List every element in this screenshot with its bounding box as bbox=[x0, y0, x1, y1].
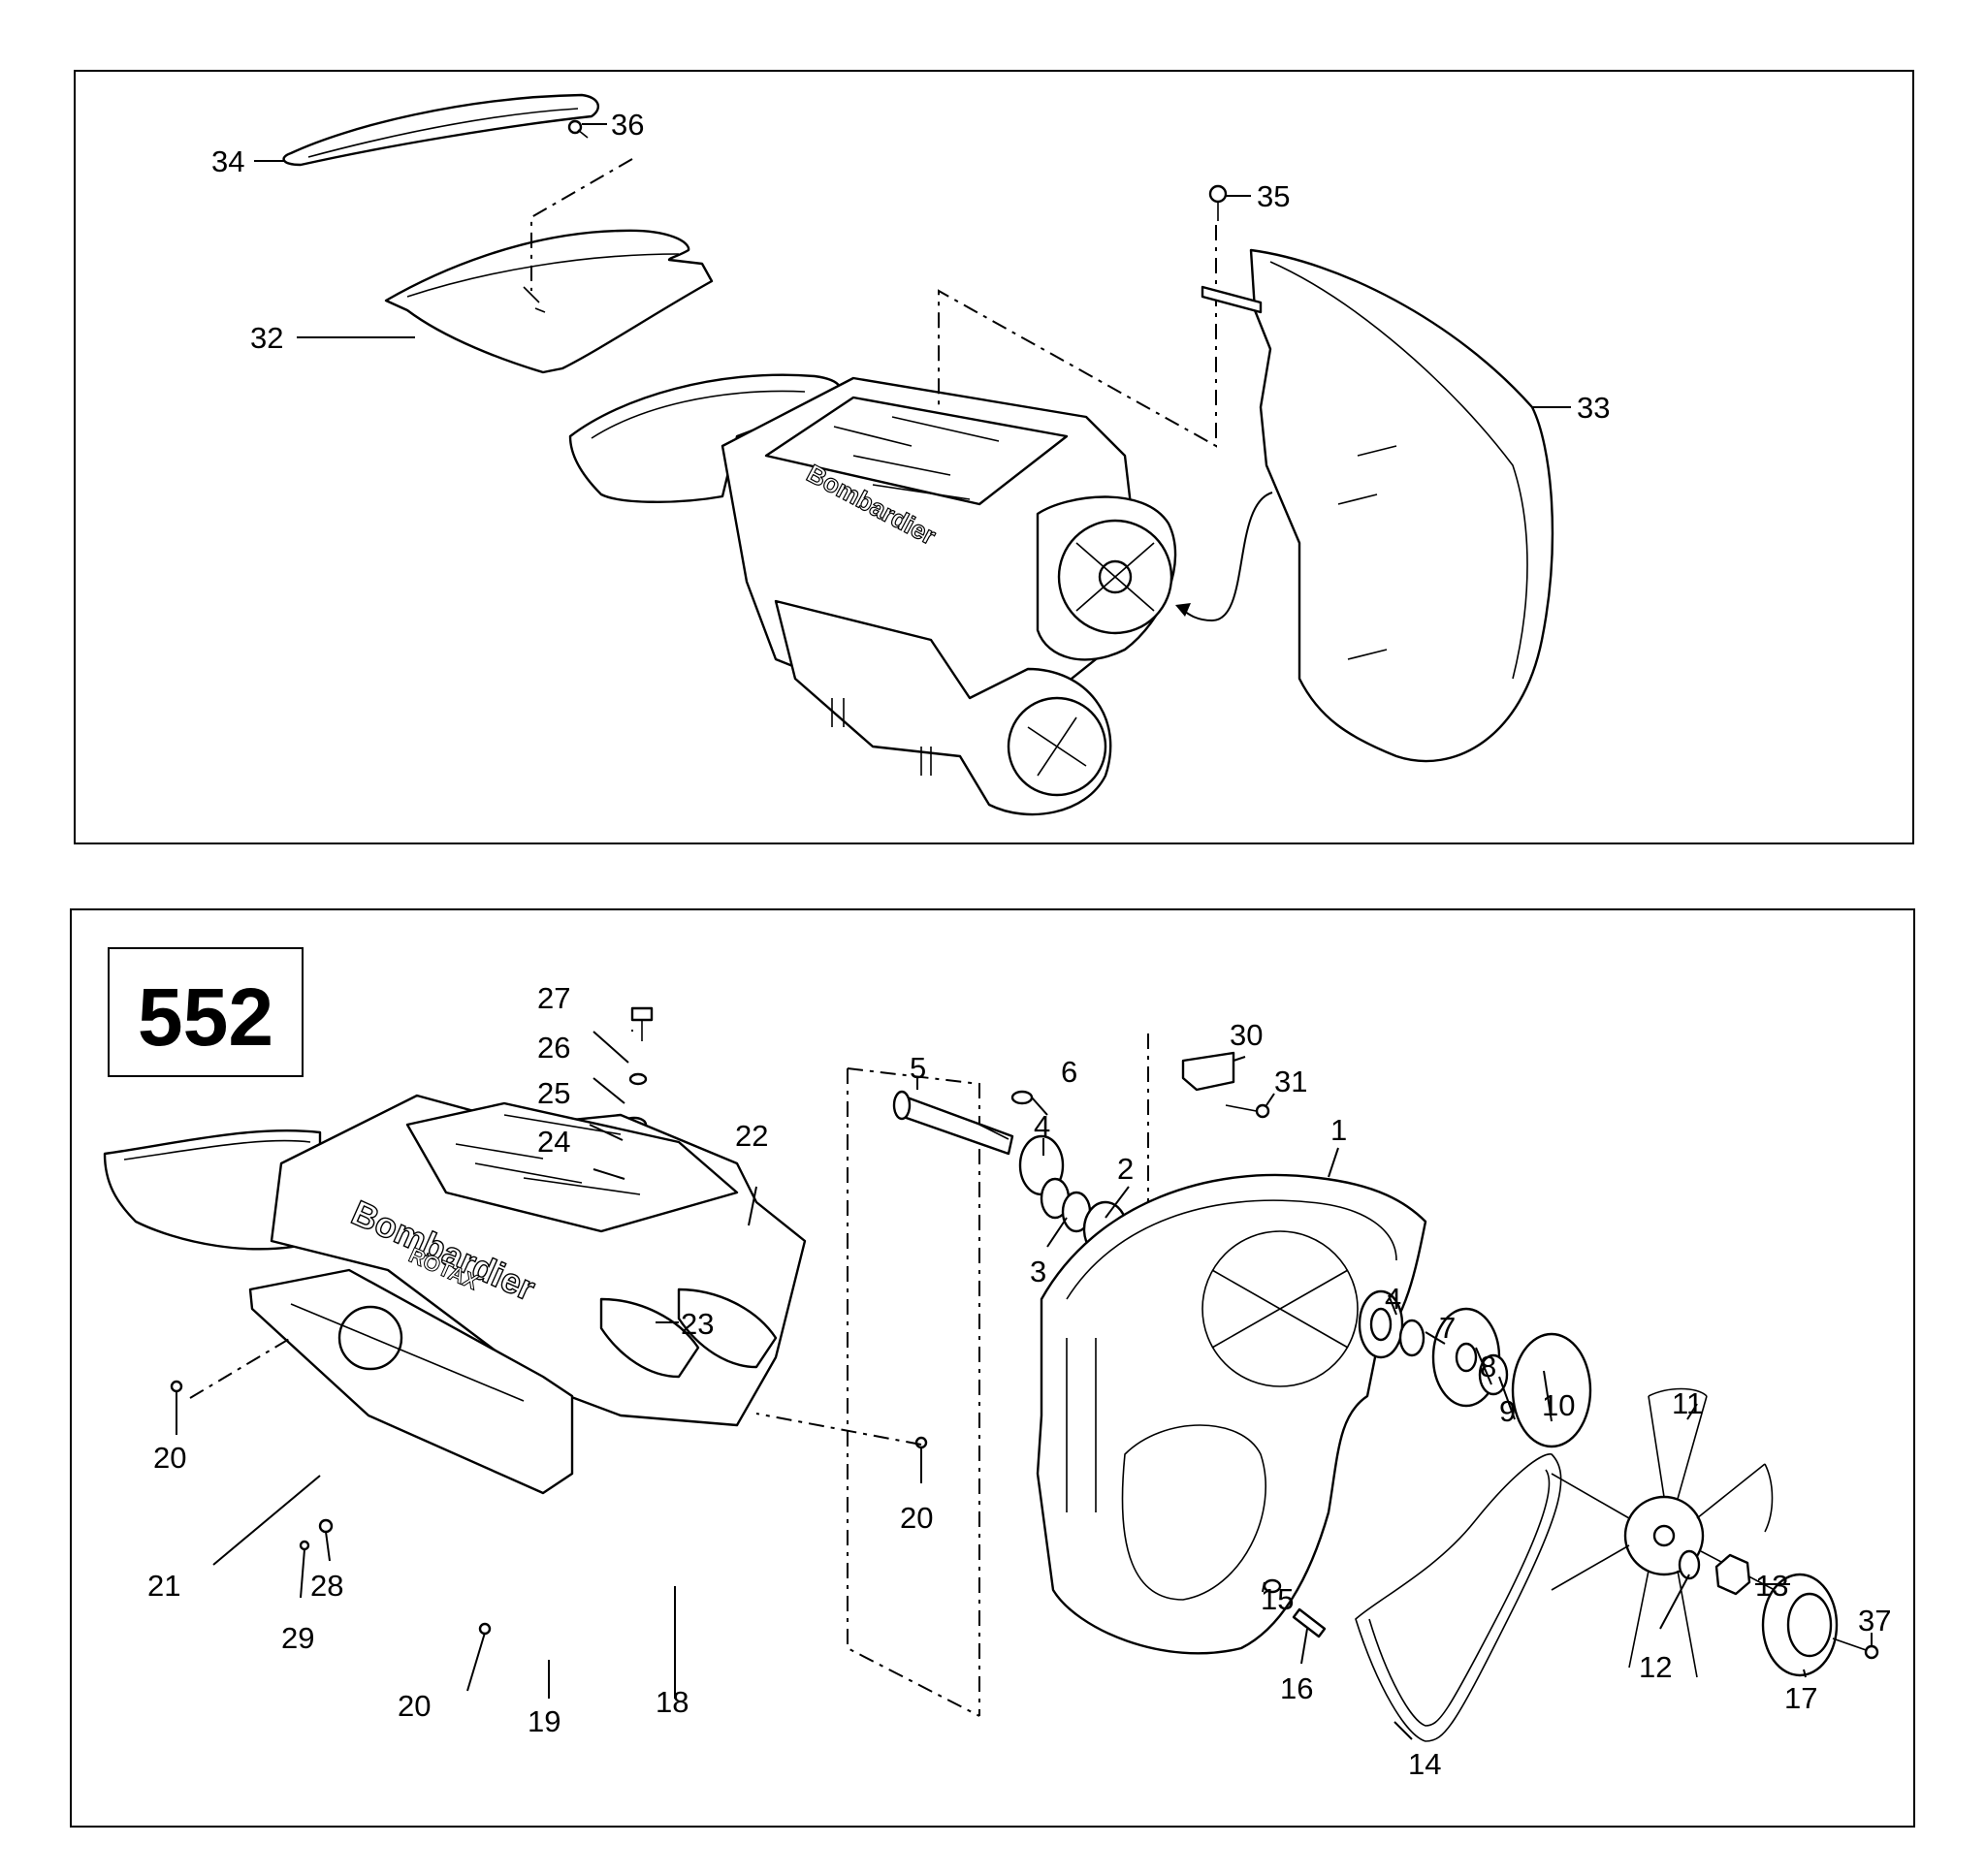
callout-18: 18 bbox=[656, 1685, 689, 1719]
callout-23: 23 bbox=[681, 1307, 714, 1341]
callout-11: 11 bbox=[1672, 1386, 1703, 1420]
part-34-cover-trim bbox=[282, 93, 600, 167]
assembly-guide-shaft bbox=[847, 1067, 980, 1717]
callout-5: 5 bbox=[910, 1051, 926, 1085]
part-32-shroud-top bbox=[384, 229, 714, 374]
part-14-belt bbox=[1355, 1453, 1562, 1742]
callout-6: 6 bbox=[1061, 1055, 1077, 1089]
callout-15: 15 bbox=[1261, 1582, 1294, 1616]
callout-17: 17 bbox=[1784, 1681, 1817, 1715]
callout-34: 34 bbox=[211, 144, 244, 178]
bottom-leaders bbox=[176, 1030, 1873, 1740]
callout-20-right: 20 bbox=[900, 1501, 933, 1535]
part-11-fan bbox=[1551, 1387, 1776, 1678]
engine-assembly: Bombardier bbox=[568, 373, 1273, 816]
callout-26: 26 bbox=[537, 1031, 570, 1065]
bottom-panel-frame bbox=[70, 908, 1915, 1828]
part-18-cooling-shroud: Bombardier ROTAX bbox=[103, 1094, 807, 1427]
model-label: 552 bbox=[138, 971, 273, 1063]
callout-10: 10 bbox=[1542, 1388, 1575, 1422]
top-panel-frame bbox=[74, 70, 1914, 844]
callout-13: 13 bbox=[1755, 1569, 1788, 1603]
callout-21: 21 bbox=[147, 1569, 180, 1603]
callout-36: 36 bbox=[611, 108, 644, 142]
callout-22: 22 bbox=[735, 1119, 768, 1153]
bearing-stack-4-10 bbox=[1358, 1289, 1592, 1448]
callout-12: 12 bbox=[1639, 1650, 1672, 1684]
parts-15-16 bbox=[1263, 1578, 1327, 1638]
part-36-screw bbox=[567, 119, 589, 139]
callout-30: 30 bbox=[1230, 1018, 1263, 1052]
part-30-clip bbox=[1181, 1051, 1270, 1119]
part-19-bracket bbox=[248, 1268, 574, 1495]
parts-12-13-nut bbox=[1678, 1549, 1751, 1596]
callout-25: 25 bbox=[537, 1076, 570, 1110]
callout-35: 35 bbox=[1257, 179, 1290, 213]
callout-20-left: 20 bbox=[153, 1441, 186, 1475]
callout-32: 32 bbox=[250, 321, 283, 355]
callout-8: 8 bbox=[1480, 1350, 1496, 1383]
screws-20-28-29 bbox=[170, 1380, 928, 1636]
callout-7: 7 bbox=[1439, 1311, 1456, 1345]
callout-31: 31 bbox=[1274, 1065, 1307, 1098]
callout-4-lower: 4 bbox=[1385, 1282, 1401, 1316]
callout-4-upper: 4 bbox=[1034, 1109, 1050, 1143]
assembly-guide-35 bbox=[938, 225, 1217, 448]
callout-37: 37 bbox=[1858, 1604, 1891, 1638]
assembly-guide-36 bbox=[530, 158, 633, 291]
callout-24: 24 bbox=[537, 1125, 570, 1159]
callout-14: 14 bbox=[1408, 1747, 1441, 1781]
callout-3: 3 bbox=[1030, 1255, 1046, 1288]
shaft-stack-2-6 bbox=[892, 1090, 1129, 1258]
callout-29: 29 bbox=[281, 1621, 314, 1655]
part-33-fan-cowl bbox=[1201, 248, 1554, 763]
callout-1: 1 bbox=[1330, 1113, 1347, 1147]
callout-28: 28 bbox=[310, 1569, 343, 1603]
model-label-box bbox=[108, 947, 304, 1077]
part-17-cap bbox=[1761, 1573, 1879, 1677]
callout-2: 2 bbox=[1117, 1152, 1134, 1186]
part-1-fan-housing bbox=[1036, 1173, 1427, 1655]
callout-19: 19 bbox=[528, 1704, 561, 1738]
callout-20-bottom: 20 bbox=[398, 1689, 431, 1723]
part-35-screw bbox=[1208, 184, 1228, 221]
callout-33: 33 bbox=[1577, 391, 1610, 425]
assembly-guide-20 bbox=[189, 1337, 922, 1446]
callout-16: 16 bbox=[1280, 1671, 1313, 1705]
callout-9: 9 bbox=[1499, 1394, 1516, 1428]
callout-27: 27 bbox=[537, 981, 570, 1015]
